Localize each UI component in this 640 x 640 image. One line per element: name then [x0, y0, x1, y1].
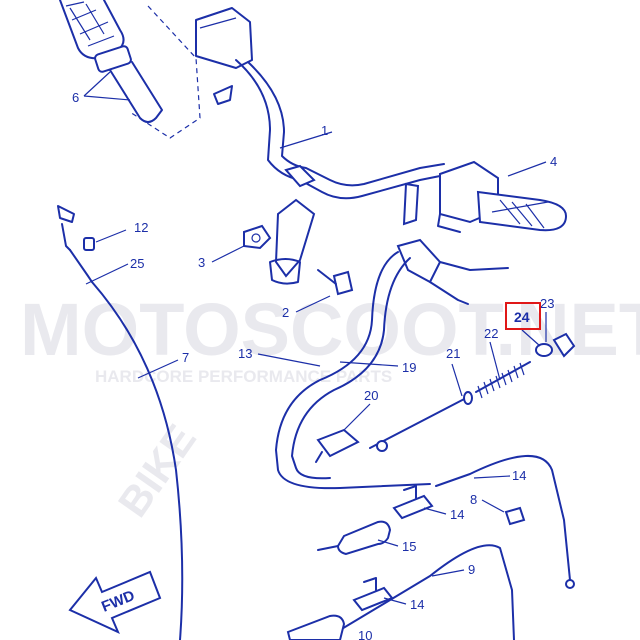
- nut-part-3: [243, 224, 272, 250]
- callout-3: 3: [198, 255, 205, 270]
- adjuster-parts-11-25: [57, 205, 95, 283]
- callout-14-upper: 14: [450, 507, 464, 522]
- left-grip-part-6: [59, 0, 201, 139]
- handlebar-part-1: [195, 7, 445, 200]
- callout-24: 24: [514, 309, 530, 325]
- clip-part-14-upper: [392, 485, 434, 520]
- cable-part-7: [91, 281, 184, 640]
- nut-parts-23-24: [535, 332, 576, 358]
- right-grip-part-4: [437, 160, 568, 233]
- callout-10: 10: [358, 628, 372, 640]
- callout-25: 25: [130, 256, 144, 271]
- cable-part-8: [329, 544, 515, 640]
- callout-11: 12: [134, 220, 148, 235]
- callout-19: 19: [402, 360, 416, 375]
- cable-part-13: [435, 454, 571, 581]
- fwd-direction-arrow: FWD: [68, 570, 162, 634]
- handlebar-stem: [269, 198, 316, 285]
- callout-14-lower: 14: [410, 597, 424, 612]
- callout-13: 14: [512, 468, 526, 483]
- cap-part-9: [504, 506, 526, 526]
- spring-cable-21-22: [369, 361, 531, 452]
- callout-2: 2: [282, 305, 289, 320]
- callout-4: 4: [550, 154, 557, 169]
- watermark-diagonal: BIKE: [109, 416, 205, 525]
- callout-15: 15: [402, 539, 416, 554]
- cables-parts-12-19: [275, 251, 431, 490]
- callout-20: 20: [364, 388, 378, 403]
- callout-labels: 6 1 4 12 25 3 2 7 13 19 20 21 22 23 14 8…: [72, 90, 557, 640]
- brake-lever-bracket: [396, 182, 509, 305]
- callout-1: 1: [321, 123, 328, 138]
- callout-9: 8: [470, 492, 477, 507]
- highlight-part-24[interactable]: 24: [505, 302, 541, 330]
- callout-12: 13: [238, 346, 252, 361]
- callout-22: 22: [484, 326, 498, 341]
- clamp-part-20: [315, 428, 360, 463]
- callout-6: 6: [72, 90, 79, 105]
- callout-21: 21: [446, 346, 460, 361]
- sleeve-part-10: [286, 614, 346, 640]
- leader-lines: [83, 71, 547, 605]
- sleeve-part-15: [317, 520, 392, 556]
- callout-23: 23: [540, 296, 554, 311]
- callout-8: 9: [468, 562, 475, 577]
- clip-part-14-lower: [352, 577, 394, 612]
- bolt-part-2: [317, 269, 354, 296]
- callout-7: 7: [182, 350, 189, 365]
